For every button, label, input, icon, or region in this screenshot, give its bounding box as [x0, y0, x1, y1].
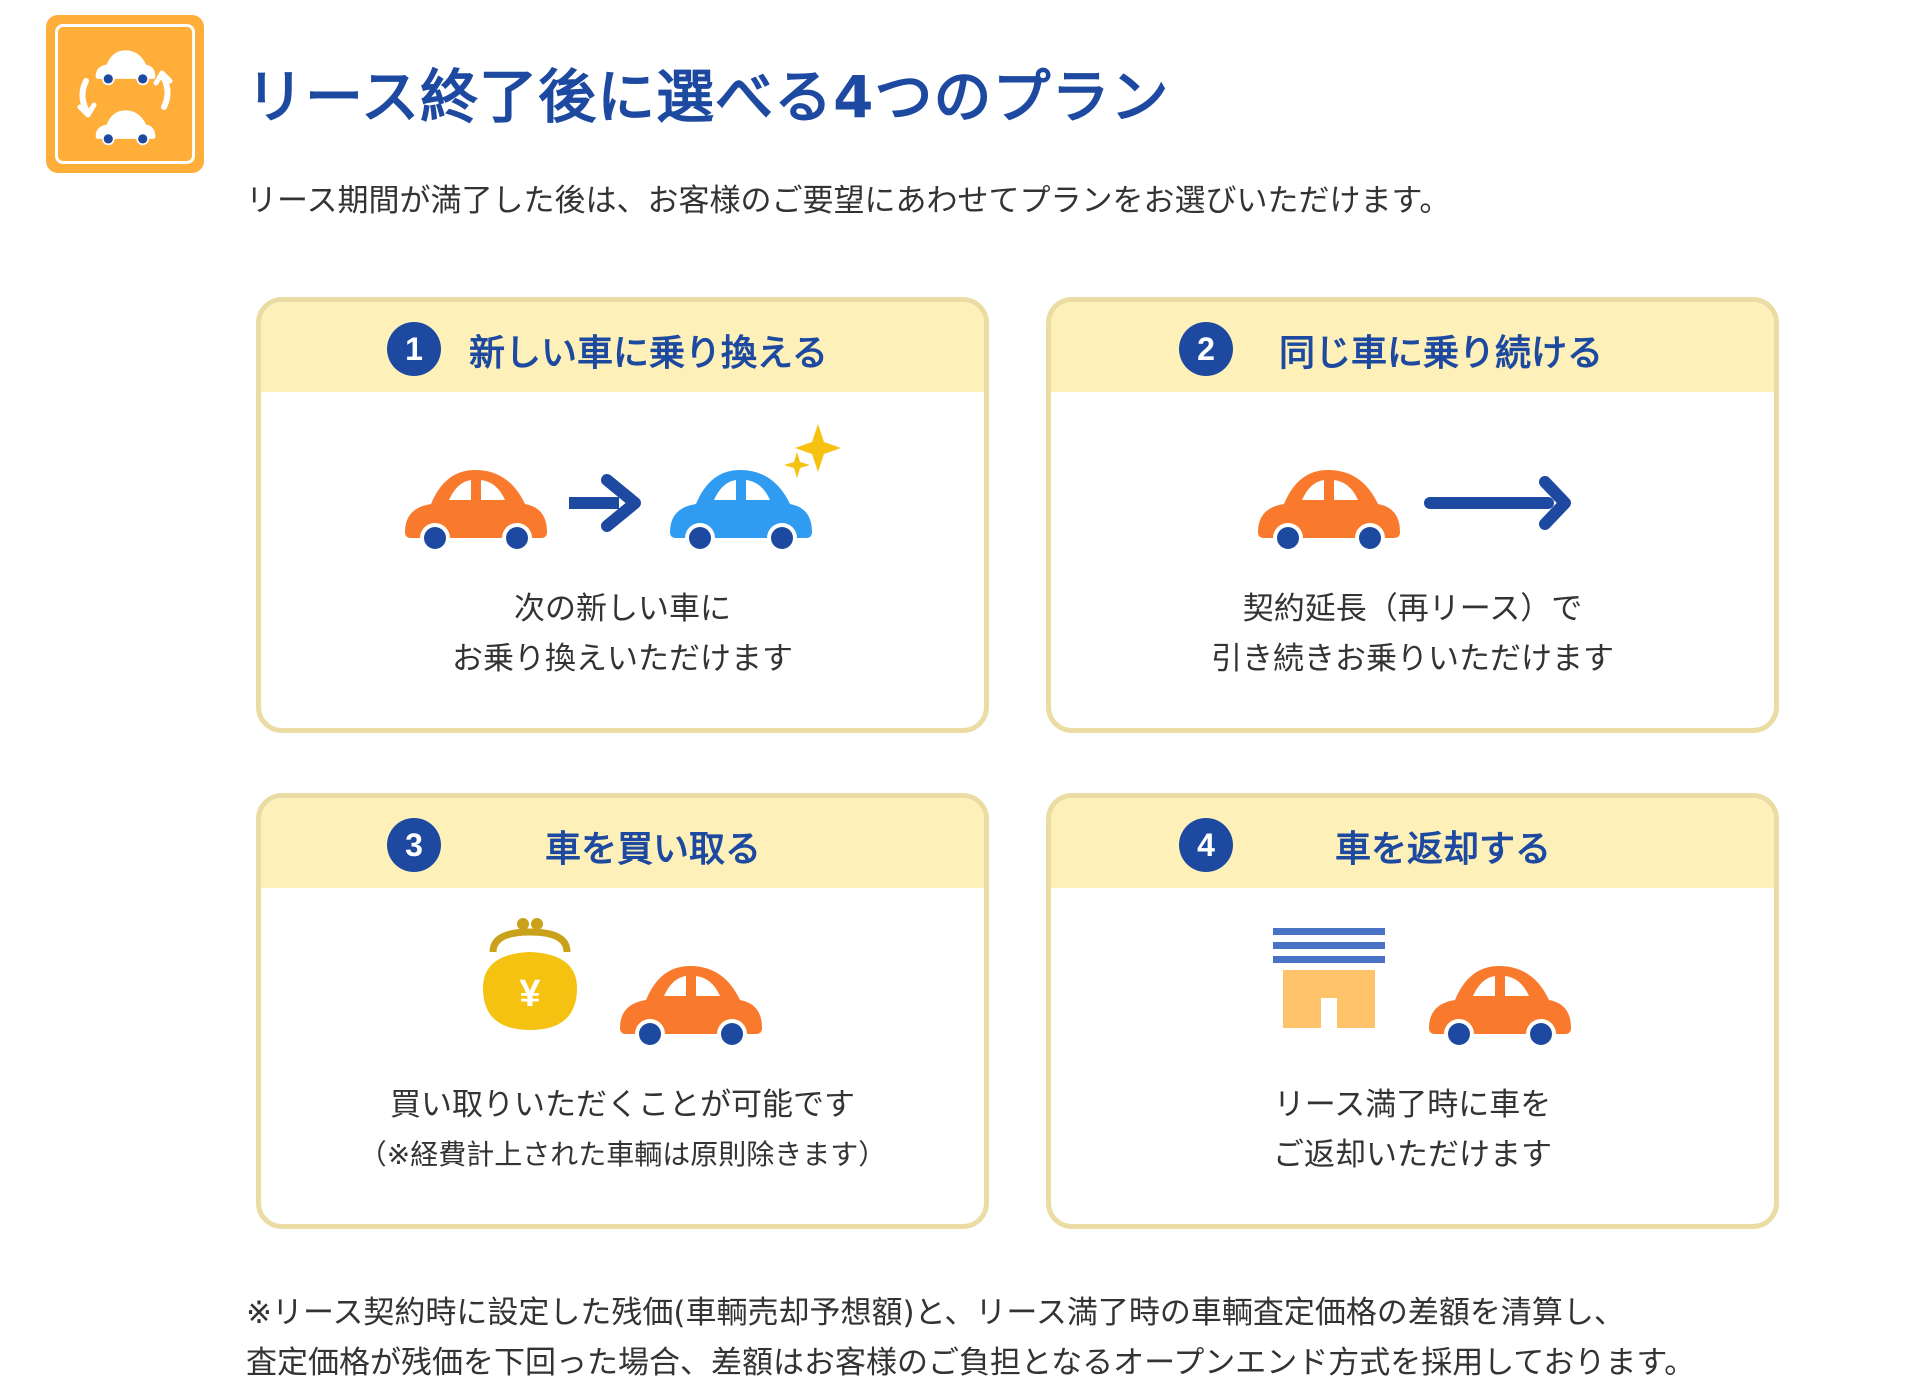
plan-number-badge: 4 [1179, 818, 1233, 872]
page-title: リース終了後に選べる4つのプラン [246, 63, 1170, 131]
plan-card-header: 2 同じ車に乗り続ける [1051, 302, 1774, 392]
sparkle-icon [784, 424, 841, 478]
plan-title: 同じ車に乗り続ける [1279, 333, 1604, 374]
orange-car-icon [1429, 966, 1571, 1048]
plan-description: 買い取りいただくことが可能です （※経費計上された車輌は原則除きます） [358, 1087, 887, 1171]
car-swap-icon [46, 15, 204, 173]
plan-card-4: 4 車を返却する リース満了時に車を ご返却いただけます [1046, 793, 1779, 1229]
yen-purse-icon: ¥ [483, 918, 577, 1030]
orange-car-icon [1258, 470, 1400, 552]
plan-card-2: 2 同じ車に乗り続ける 契約延長（再リース）で 引き続きお乗りいただけます [1046, 297, 1779, 733]
plan-card-1: 1 新しい車に乗り換える 次の新しい車に お乗り換えいただけます [256, 297, 989, 733]
plan-number-badge: 2 [1179, 322, 1233, 376]
plan-card-header: 4 車を返却する [1051, 798, 1774, 888]
plan-card-3: 3 車を買い取る ¥ 買い取りいただくことが可能です （※経費計上された車輌は原… [256, 793, 989, 1229]
plan-number-badge: 1 [387, 322, 441, 376]
plan-title: 新しい車に乗り換える [469, 333, 828, 374]
svg-text:¥: ¥ [519, 973, 540, 1015]
intro-text: リース期間が満了した後は、お客様のご要望にあわせてプランをお選びいただけます。 [246, 183, 1451, 219]
long-arrow-right-icon [1424, 476, 1571, 530]
plan-title: 車を買い取る [545, 829, 762, 870]
plan-description: リース満了時に車を ご返却いただけます [1273, 1087, 1552, 1173]
orange-car-icon [620, 966, 762, 1048]
plan-title: 車を返却する [1335, 829, 1552, 870]
footnote: ※リース契約時に設定した残価(車輌売却予想額)と、リース満了時の車輌査定価格の差… [246, 1295, 1696, 1381]
plan-number-badge: 3 [387, 818, 441, 872]
orange-car-icon [405, 470, 547, 552]
garage-icon [1273, 928, 1385, 1028]
plan-card-header: 3 車を買い取る [261, 798, 984, 888]
plan-card-header: 1 新しい車に乗り換える [261, 302, 984, 392]
plan-description: 次の新しい車に お乗り換えいただけます [452, 591, 793, 677]
blue-car-icon [670, 470, 812, 552]
plan-description: 契約延長（再リース）で 引き続きお乗りいただけます [1211, 591, 1614, 677]
arrow-right-icon [569, 474, 641, 532]
